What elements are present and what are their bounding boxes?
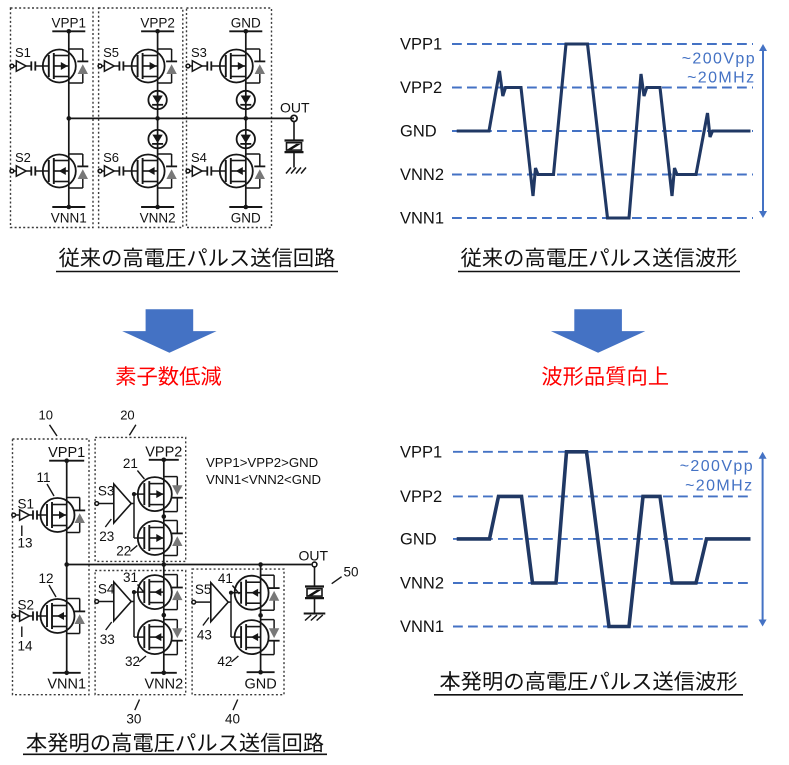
svg-text:S1: S1: [15, 45, 31, 60]
svg-text:13: 13: [18, 536, 33, 551]
svg-text:VNN1: VNN1: [51, 211, 87, 226]
svg-text:14: 14: [18, 639, 34, 654]
svg-text:~20MHz: ~20MHz: [685, 478, 753, 495]
svg-text:VPP2: VPP2: [140, 16, 175, 31]
svg-text:42: 42: [217, 654, 232, 669]
svg-text:VNN2: VNN2: [144, 677, 183, 693]
svg-text:OUT: OUT: [299, 548, 329, 564]
svg-text:S2: S2: [15, 150, 31, 165]
svg-text:33: 33: [100, 632, 115, 647]
svg-text:S3: S3: [98, 484, 115, 499]
svg-text:21: 21: [123, 456, 138, 471]
svg-text:31: 31: [123, 570, 138, 585]
svg-text:GND: GND: [400, 123, 437, 141]
svg-text:VNN1: VNN1: [47, 677, 86, 693]
svg-text:43: 43: [197, 628, 212, 643]
svg-text:22: 22: [116, 544, 131, 559]
svg-text:~200Vpp: ~200Vpp: [682, 51, 756, 68]
svg-text:12: 12: [39, 571, 54, 586]
svg-text:23: 23: [99, 529, 114, 544]
svg-text:50: 50: [344, 565, 359, 580]
svg-text:S6: S6: [103, 150, 119, 165]
svg-text:S4: S4: [191, 150, 207, 165]
svg-text:VNN1<VNN2<GND: VNN1<VNN2<GND: [206, 472, 321, 487]
svg-text:S5: S5: [195, 582, 212, 597]
svg-text:VNN2: VNN2: [400, 166, 444, 184]
svg-text:S3: S3: [191, 45, 207, 60]
svg-text:GND: GND: [244, 677, 276, 693]
svg-text:11: 11: [37, 470, 51, 485]
svg-text:VPP2: VPP2: [400, 79, 442, 97]
svg-text:S4: S4: [98, 582, 115, 597]
svg-text:41: 41: [218, 571, 233, 586]
svg-text:VPP2: VPP2: [145, 445, 182, 461]
svg-text:VNN1: VNN1: [400, 210, 444, 228]
svg-text:GND: GND: [231, 211, 261, 226]
svg-text:40: 40: [225, 712, 240, 727]
svg-text:VPP1: VPP1: [400, 443, 442, 461]
svg-text:20: 20: [120, 408, 134, 423]
svg-text:32: 32: [125, 654, 140, 669]
svg-text:GND: GND: [231, 16, 261, 31]
svg-text:OUT: OUT: [280, 100, 310, 116]
svg-text:VNN2: VNN2: [140, 211, 176, 226]
svg-text:VPP1: VPP1: [48, 445, 85, 461]
svg-text:~20MHz: ~20MHz: [687, 70, 755, 87]
svg-text:VPP2: VPP2: [400, 488, 442, 506]
svg-text:S1: S1: [18, 497, 35, 512]
svg-text:10: 10: [39, 408, 53, 423]
svg-text:VPP1: VPP1: [400, 36, 442, 54]
svg-text:VPP1>VPP2>GND: VPP1>VPP2>GND: [206, 455, 318, 470]
svg-text:VNN1: VNN1: [400, 618, 444, 636]
svg-text:GND: GND: [400, 530, 437, 548]
svg-text:VNN2: VNN2: [400, 575, 444, 593]
svg-text:S2: S2: [18, 598, 35, 613]
svg-text:S5: S5: [103, 45, 119, 60]
svg-text:30: 30: [126, 712, 141, 727]
svg-text:VPP1: VPP1: [52, 16, 87, 31]
svg-text:~200Vpp: ~200Vpp: [680, 458, 754, 475]
